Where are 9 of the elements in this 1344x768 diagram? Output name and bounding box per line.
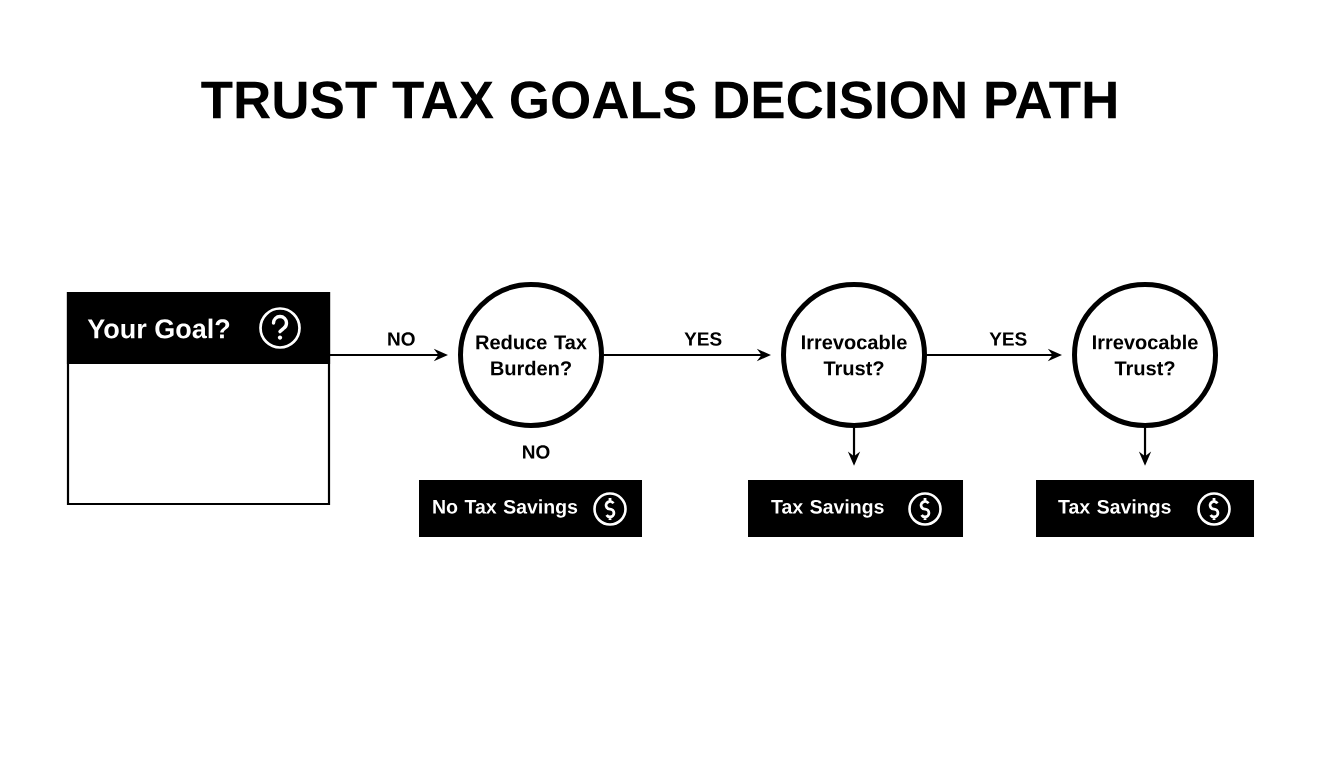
result-box: Tax Savings — [1036, 480, 1254, 537]
title: TRUST TAX GOALS DECISION PATH — [201, 81, 1116, 119]
edge-label: YES — [987, 330, 1030, 348]
result-box: No Tax Savings — [419, 480, 642, 537]
branch-label: NO — [523, 445, 550, 459]
edge-label: YES — [682, 330, 725, 348]
result-box: Tax Savings — [748, 480, 963, 537]
edge-label: NO — [385, 330, 418, 348]
question-box: Your Goal? — [66, 291, 331, 506]
